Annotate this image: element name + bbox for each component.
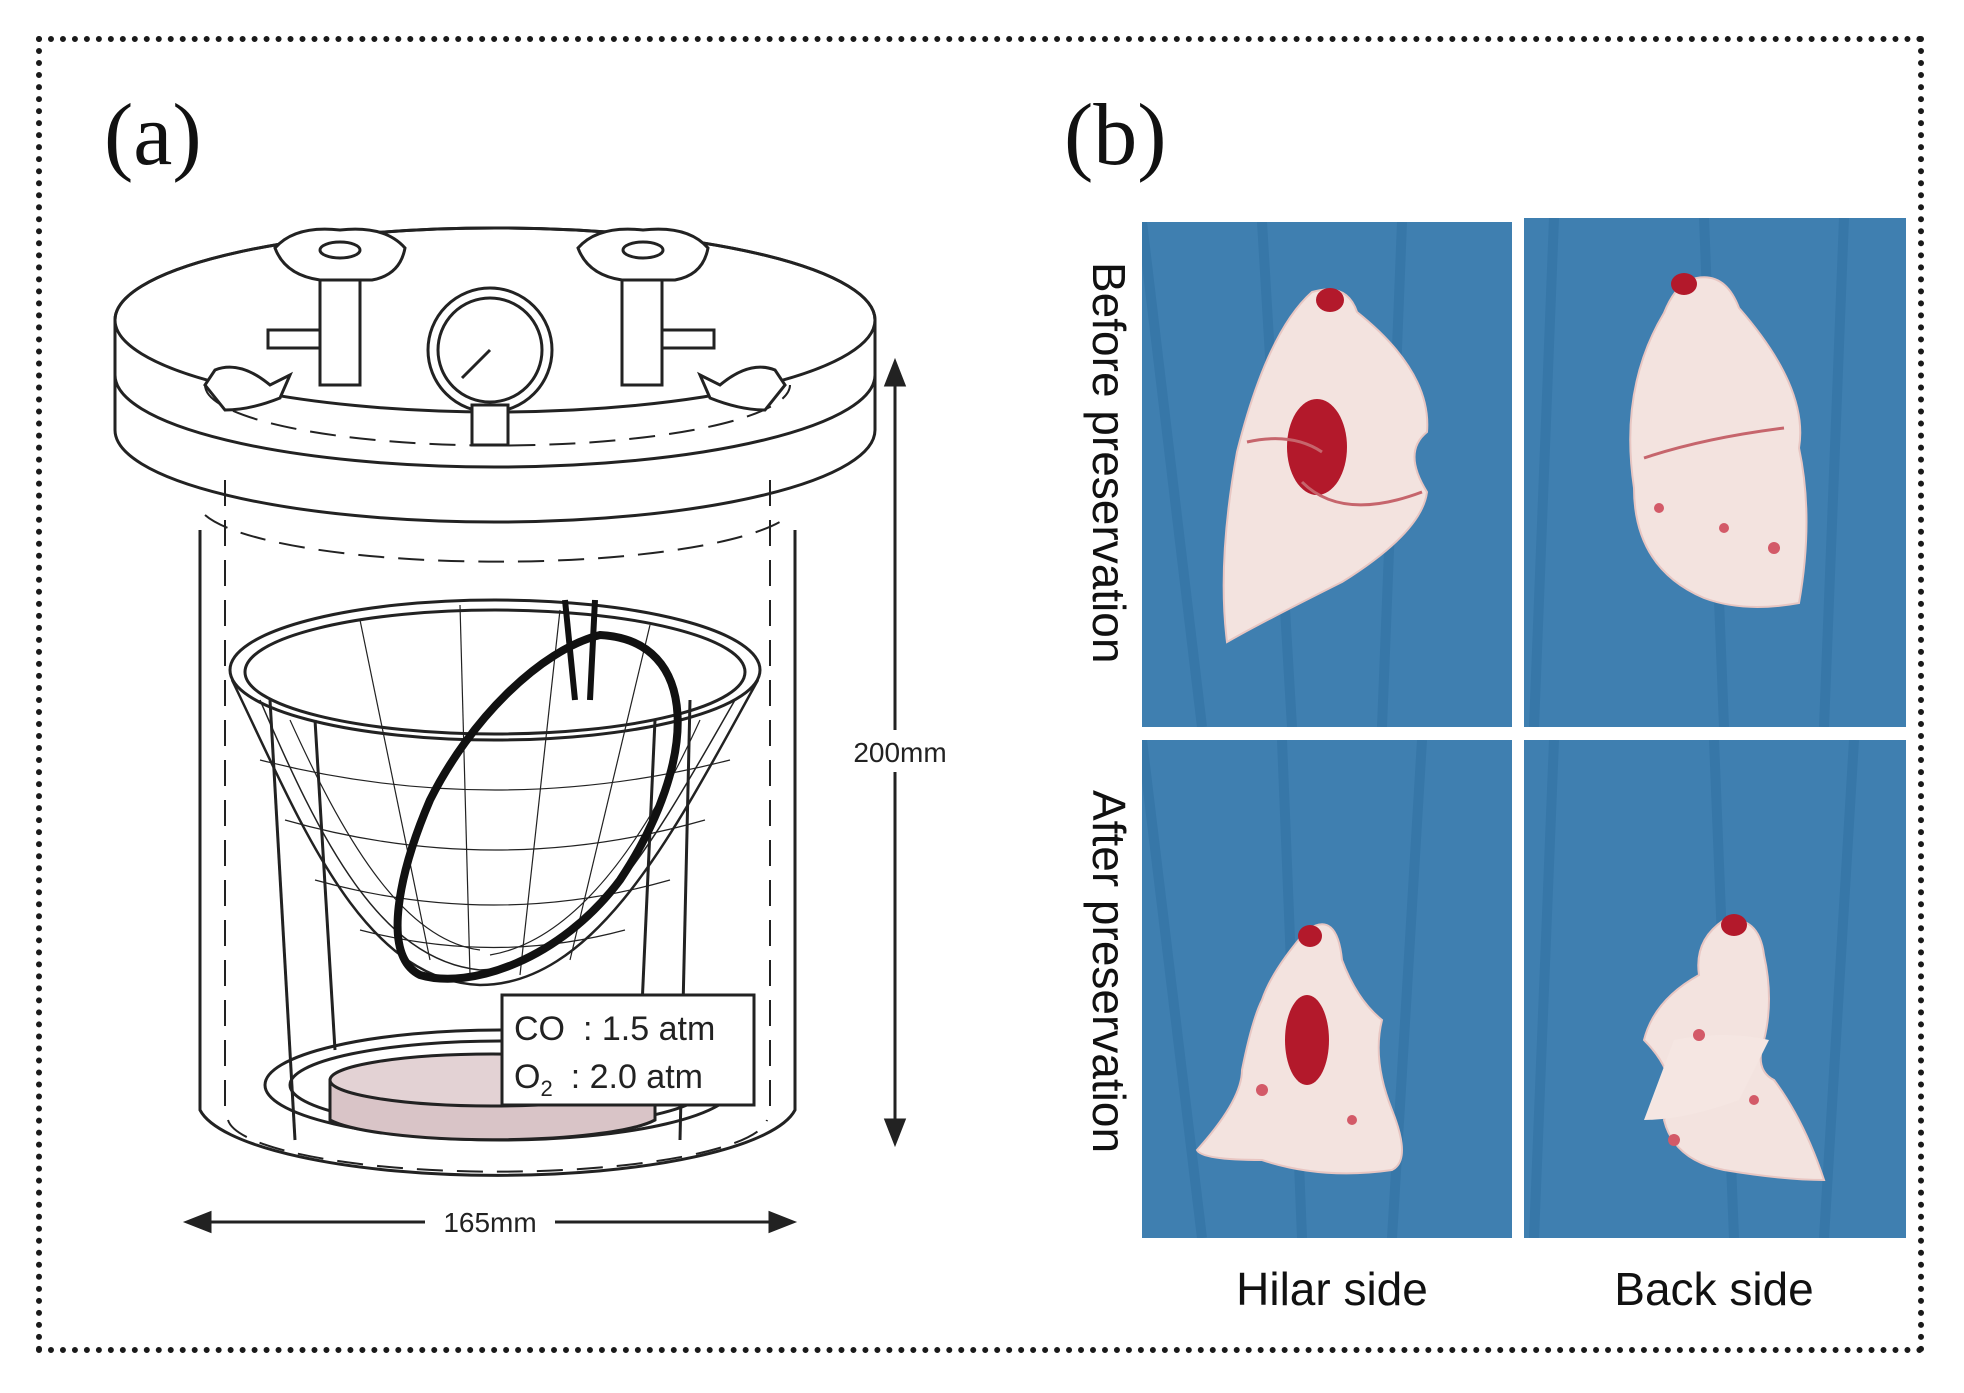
gas-co: CO: 1.5 atm — [514, 1010, 715, 1048]
height-label: 200mm — [853, 737, 946, 768]
row-label-before: Before preservation — [1083, 262, 1135, 664]
row-label-after: After preservation — [1083, 790, 1135, 1154]
panel-b-label: (b) — [1064, 87, 1167, 184]
width-label: 165mm — [443, 1207, 536, 1238]
right-valve — [576, 227, 716, 387]
photo-after-back — [1524, 740, 1906, 1238]
left-valve — [266, 227, 407, 387]
column-label-back: Back side — [1614, 1263, 1814, 1315]
pressure-gauge — [426, 286, 554, 447]
lung-sketch — [393, 630, 682, 983]
panel-a-label: (a) — [104, 87, 202, 184]
figure-frame — [36, 36, 1924, 1353]
column-label-hilar: Hilar side — [1236, 1263, 1428, 1315]
photo-before-back — [1524, 218, 1906, 727]
gas-box — [500, 993, 756, 1107]
photo-before-hilar — [1142, 222, 1512, 727]
basket — [230, 679, 760, 987]
chamber-diagram: 200mm 165mm CO: 1.5 atm O2: 2.0 atm — [113, 226, 960, 1241]
basket-rim — [228, 598, 762, 742]
gas-o2: O2: 2.0 atm — [514, 1058, 703, 1101]
right-clamp — [696, 365, 787, 412]
photo-after-hilar — [1142, 740, 1512, 1238]
left-clamp — [203, 365, 294, 412]
vessel-body — [198, 530, 797, 1177]
